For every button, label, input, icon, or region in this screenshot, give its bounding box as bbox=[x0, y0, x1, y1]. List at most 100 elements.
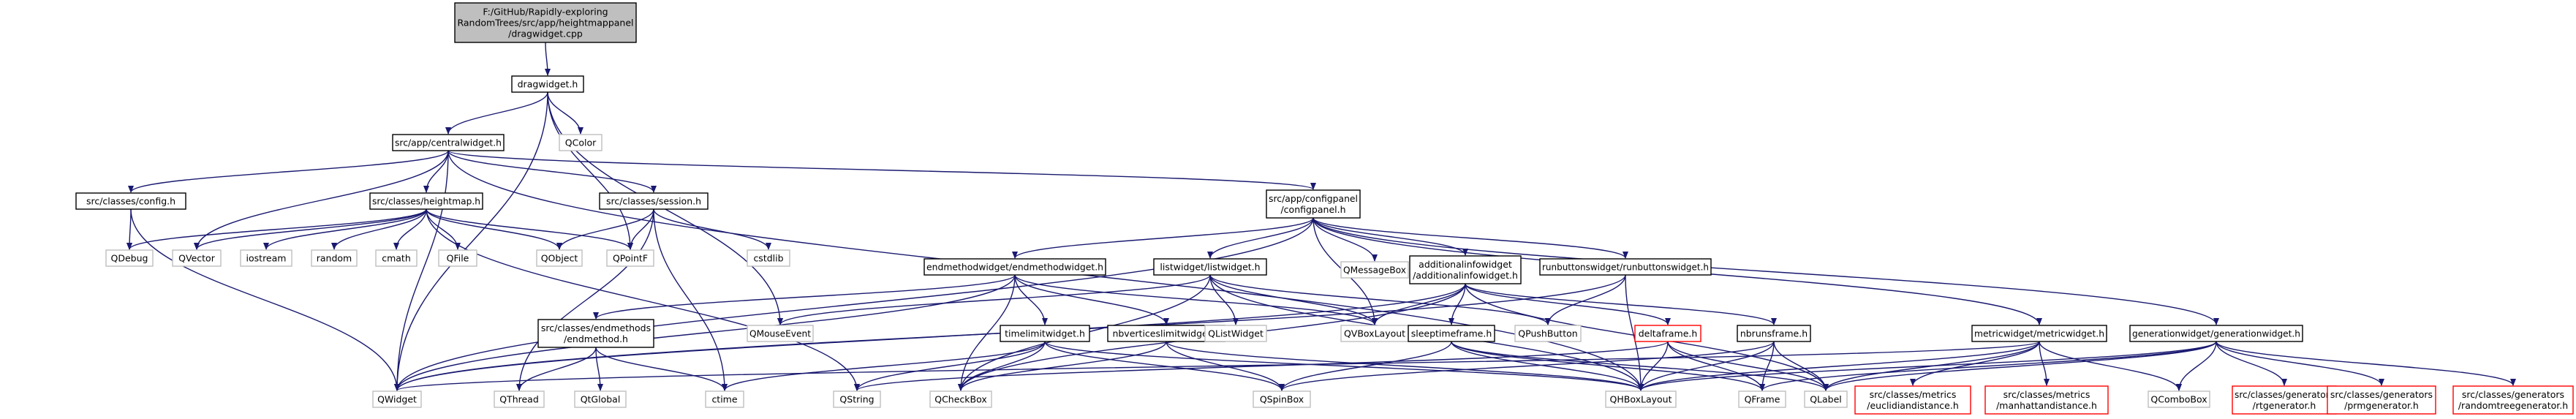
node-box bbox=[606, 249, 654, 267]
node-QListWidget: QListWidget bbox=[1204, 325, 1267, 342]
node-rtgenerator-h[interactable]: src/classes/generators/rtgenerator.h bbox=[2232, 385, 2337, 415]
node-box bbox=[1153, 258, 1267, 276]
node-sleeptimeframe-h[interactable]: sleeptimeframe.h bbox=[1408, 325, 1495, 342]
node-additionalinfowidget-h[interactable]: additionalinfowidget/additionalinfowidge… bbox=[1409, 255, 1522, 284]
node-centralwidget-h[interactable]: src/app/centralwidget.h bbox=[392, 134, 505, 151]
node-manhattandistance-h[interactable]: src/classes/metrics/manhattandistance.h bbox=[1984, 385, 2109, 415]
edge-heightmap_h-to-QDebug bbox=[126, 208, 427, 250]
edge-metricwidget_h-to-QWidget bbox=[394, 341, 2040, 391]
node-label: src/classes/session.h bbox=[606, 196, 701, 207]
edge-additionalinfowidget_h-to-deltaframe_h bbox=[1465, 283, 1671, 325]
node-generationwidget-h[interactable]: generationwidget/generationwidget.h bbox=[2129, 325, 2303, 342]
edge-dragwidget_h-to-QPointF bbox=[547, 91, 633, 250]
edge-timelimitwidget_h-to-ctime bbox=[722, 341, 1046, 391]
edge-nbrunsframe_h-to-QLabel bbox=[1773, 341, 1829, 391]
edge-session_h-to-cstdlib bbox=[653, 208, 771, 250]
node-label: timelimitwidget.h bbox=[1005, 328, 1085, 339]
node-label: src/classes/config.h bbox=[86, 196, 175, 207]
node-QMessageBox: QMessageBox bbox=[1340, 261, 1409, 279]
node-timelimitwidget-h[interactable]: timelimitwidget.h bbox=[1000, 325, 1090, 342]
edge-endmethodwidget_h-to-QVBoxLayout bbox=[1014, 274, 1378, 325]
edge-configpanel_h-to-listwidget_h bbox=[1207, 217, 1314, 259]
node-box bbox=[1266, 189, 1361, 219]
node-label: src/classes/heightmap.h bbox=[372, 196, 480, 207]
node-metricwidget-h[interactable]: metricwidget/metricwidget.h bbox=[1971, 325, 2107, 342]
node-QThread: QThread bbox=[494, 390, 545, 408]
edge-timelimitwidget_h-to-QCheckBox bbox=[958, 341, 1046, 391]
node-box bbox=[2327, 385, 2436, 415]
node-label: QDebug bbox=[111, 253, 148, 264]
node-label: /endmethod.h bbox=[564, 333, 628, 344]
edge-centralwidget_h-to-config_h bbox=[128, 150, 449, 193]
node-box bbox=[1204, 325, 1267, 342]
node-box bbox=[1408, 325, 1495, 342]
edge-endmethodwidget_h-to-nbverticeslimitwidget_h bbox=[1014, 274, 1169, 325]
edge-runbuttonswidget_h-to-QPushButton bbox=[1545, 274, 1626, 325]
node-label: generationwidget/generationwidget.h bbox=[2132, 328, 2300, 339]
edge-configpanel_h-to-endmethodwidget_h bbox=[1012, 217, 1314, 259]
node-label: src/classes/metrics bbox=[1870, 389, 1957, 400]
node-configpanel-h[interactable]: src/app/configpanel/configpanel.h bbox=[1266, 189, 1361, 219]
node-label: nbrunsframe.h bbox=[1740, 328, 1808, 339]
edge-deltaframe_h-to-QLabel bbox=[1667, 341, 1829, 391]
edge-heightmap_h-to-random bbox=[331, 208, 427, 250]
node-label: /additionalinfowidget.h bbox=[1413, 270, 1518, 281]
node-label: QComboBox bbox=[2150, 394, 2207, 405]
node-box bbox=[747, 325, 814, 342]
node-runbuttonswidget-h[interactable]: runbuttonswidget/runbuttonswidget.h bbox=[1539, 258, 1712, 276]
node-randomtreegenerator-h[interactable]: src/classes/generators/randomtreegenerat… bbox=[2452, 385, 2574, 415]
node-box bbox=[375, 249, 418, 267]
node-iostream: iostream bbox=[240, 249, 292, 267]
node-box bbox=[2129, 325, 2303, 342]
node-root[interactable]: F:/GitHub/Rapidly-exploringRandomTrees/s… bbox=[454, 2, 637, 43]
edge-timelimitwidget_h-to-QHBoxLayout bbox=[1044, 341, 1644, 391]
node-label: QObject bbox=[541, 253, 578, 264]
node-QComboBox: QComboBox bbox=[2148, 390, 2210, 408]
edge-heightmap_h-to-QObject bbox=[426, 208, 562, 250]
node-label: QColor bbox=[565, 137, 597, 148]
node-box bbox=[75, 192, 186, 210]
node-euclidiandistance-h[interactable]: src/classes/metrics/euclidiandistance.h bbox=[1854, 385, 1971, 415]
node-label: sleeptimeframe.h bbox=[1411, 328, 1492, 339]
node-dragwidget-h[interactable]: dragwidget.h bbox=[511, 75, 584, 93]
edge-endmethodwidget_h-to-endmethod_h bbox=[593, 274, 1016, 320]
node-heightmap-h[interactable]: src/classes/heightmap.h bbox=[369, 192, 483, 210]
node-endmethod-h[interactable]: src/classes/endmethods/endmethod.h bbox=[537, 319, 654, 348]
node-box bbox=[454, 2, 637, 43]
edge-config_h-to-QDebug bbox=[126, 208, 133, 250]
node-label: src/classes/generators bbox=[2462, 389, 2564, 400]
node-QObject: QObject bbox=[536, 249, 583, 267]
node-QString: QString bbox=[833, 390, 881, 408]
node-label: QThread bbox=[499, 394, 539, 405]
node-box bbox=[369, 192, 483, 210]
node-label: random bbox=[317, 253, 352, 264]
node-QPushButton: QPushButton bbox=[1514, 325, 1582, 342]
node-endmethodwidget-h[interactable]: endmethodwidget/endmethodwidget.h bbox=[923, 258, 1106, 276]
edge-endmethod_h-to-QtGlobal bbox=[595, 347, 603, 391]
node-label: dragwidget.h bbox=[518, 79, 578, 90]
node-label: src/classes/generators bbox=[2330, 389, 2433, 400]
edge-heightmap_h-to-cmath bbox=[393, 208, 427, 250]
node-session-h[interactable]: src/classes/session.h bbox=[599, 192, 709, 210]
node-config-h[interactable]: src/classes/config.h bbox=[75, 192, 186, 210]
node-label: QMouseEvent bbox=[749, 328, 811, 339]
edge-session_h-to-QThread bbox=[516, 208, 654, 391]
edge-configpanel_h-to-runbuttonswidget_h bbox=[1312, 217, 1628, 259]
node-prmgenerator-h[interactable]: src/classes/generators/prmgenerator.h bbox=[2327, 385, 2436, 415]
node-label: additionalinfowidget bbox=[1419, 259, 1512, 270]
node-QSpinBox: QSpinBox bbox=[1253, 390, 1311, 408]
node-deltaframe-h[interactable]: deltaframe.h bbox=[1634, 325, 1701, 342]
node-nbrunsframe-h[interactable]: nbrunsframe.h bbox=[1737, 325, 1811, 342]
node-listwidget-h[interactable]: listwidget/listwidget.h bbox=[1153, 258, 1267, 276]
edge-sleeptimeframe_h-to-QLabel bbox=[1451, 341, 1829, 391]
node-label: /dragwidget.cpp bbox=[508, 29, 583, 39]
edge-centralwidget_h-to-QVector bbox=[194, 150, 449, 250]
edge-additionalinfowidget_h-to-nbrunsframe_h bbox=[1465, 283, 1777, 325]
node-label: QHBoxLayout bbox=[1610, 394, 1672, 405]
edge-deltaframe_h-to-QString bbox=[854, 341, 1669, 391]
node-cmath: cmath bbox=[375, 249, 418, 267]
node-nbverticeslimitwidget-h[interactable]: nbverticeslimitwidget.h bbox=[1107, 325, 1225, 342]
node-label: QSpinBox bbox=[1260, 394, 1304, 405]
node-box bbox=[1804, 390, 1848, 408]
